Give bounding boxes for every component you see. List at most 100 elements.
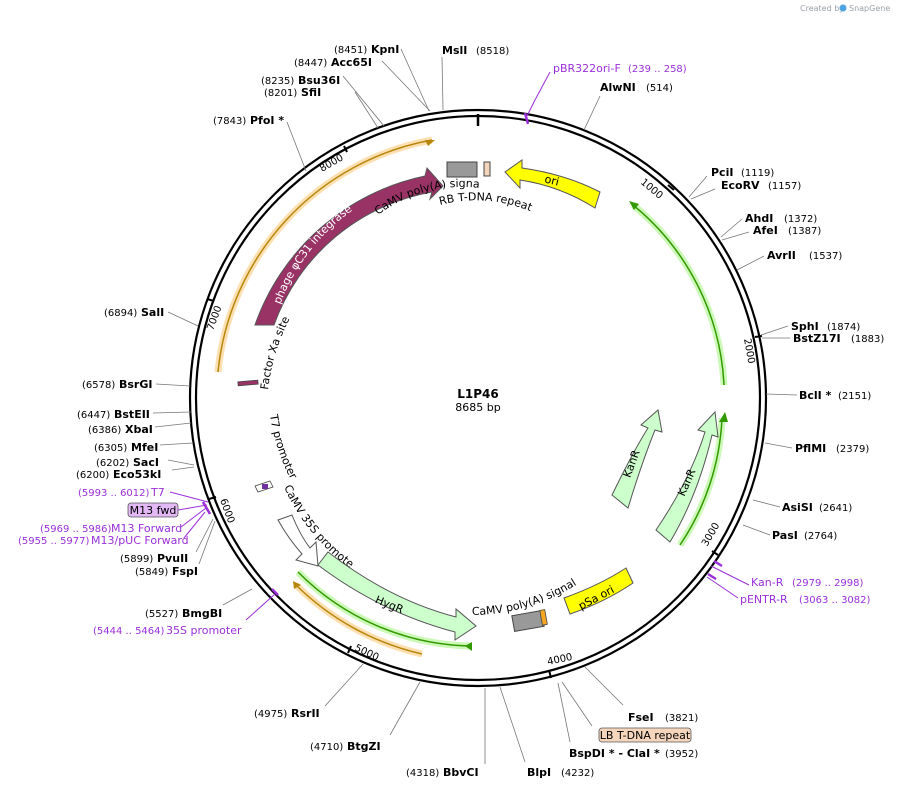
svg-text:(2979 .. 2998): (2979 .. 2998) <box>792 578 864 589</box>
site-pvuII[interactable]: (5899) PvuII <box>120 552 188 565</box>
site-fspI[interactable]: (5849)FspI <box>135 565 198 578</box>
m13-fwd-box[interactable]: M13 fwd <box>127 502 179 518</box>
site-sfiI[interactable]: (8201)SfiI <box>264 86 321 99</box>
site-fseI[interactable]: FseI(3821) <box>628 711 698 724</box>
site-afeI[interactable]: AfeI(1387) <box>753 224 821 237</box>
svg-text:PciI: PciI <box>711 166 733 179</box>
feature-ori[interactable] <box>504 159 601 209</box>
tick-mark <box>206 298 215 302</box>
feature-rb-tdna[interactable] <box>483 161 491 177</box>
m13-fwd-box-bg <box>127 502 179 518</box>
site-bsteII[interactable]: (6447)BstEII <box>77 408 150 421</box>
lb-tdna-box[interactable]: LB T-DNA repeat <box>598 727 692 743</box>
feature-kanr-b[interactable] <box>655 410 719 543</box>
site-rsrII[interactable]: (4975)RsrII <box>254 707 320 720</box>
site-bsu36I[interactable]: (8235)Bsu36I <box>261 74 340 87</box>
site-bsrgI[interactable]: (6578)BsrGI <box>82 378 152 391</box>
svg-text:KpnI: KpnI <box>371 43 399 56</box>
feature-t7-primer-bar <box>262 484 268 489</box>
primer-m13-puc-forward[interactable]: (5955 .. 5977)M13/pUC Forward <box>18 534 189 547</box>
svg-text:PvuII: PvuII <box>157 552 188 565</box>
svg-text:(5899): (5899) <box>120 554 153 565</box>
feature-camv-polya-bottom-label: CaMV poly(A) signal <box>472 576 579 618</box>
site-bclI[interactable]: BclI *(2151) <box>799 389 871 402</box>
site-avrII[interactable]: AvrII(1537) <box>767 249 842 262</box>
primer-pbr322ori-f[interactable]: pBR322ori-F(239 .. 258) <box>553 62 687 75</box>
site-xbaI[interactable]: (6386)XbaI <box>88 423 153 436</box>
svg-text:(2641): (2641) <box>819 503 852 514</box>
site-mslI[interactable]: MslI(8518) <box>442 44 509 57</box>
svg-text:AfeI: AfeI <box>753 224 778 237</box>
primer-m13-forward[interactable]: (5969 .. 5986)M13 Forward <box>40 522 182 535</box>
orf-hygr-arrowhead <box>465 642 472 651</box>
site-bspdI-claI[interactable]: BspDI * - ClaI *(3952) <box>569 747 698 760</box>
site-kpnI[interactable]: (8451) KpnI <box>334 43 399 56</box>
feature-camv-35s[interactable] <box>277 514 319 567</box>
site-ahdI[interactable]: AhdI(1372) <box>745 212 817 225</box>
svg-text:AsiSI: AsiSI <box>782 501 813 514</box>
feature-lb-tdna-bar[interactable] <box>539 609 548 626</box>
svg-text:AvrII: AvrII <box>767 249 796 262</box>
primer-leader-lines <box>169 71 750 621</box>
lb-tdna-box-bg <box>598 727 692 743</box>
svg-text:PasI: PasI <box>772 529 798 542</box>
site-sacI[interactable]: (6202)SacI <box>96 456 159 469</box>
primer-pentr-r[interactable]: pENTR-R(3063 .. 3082) <box>740 593 871 606</box>
tick-label: 7000 <box>205 304 224 332</box>
site-bbvcI[interactable]: (4318)BbvCI <box>406 766 479 779</box>
site-bstz17I[interactable]: BstZ17I(1883) <box>793 332 884 345</box>
svg-text:BclI *: BclI * <box>799 389 832 402</box>
feature-camv-polya-top[interactable] <box>446 161 478 178</box>
feature-hygr[interactable] <box>317 551 477 641</box>
svg-text:(5993 .. 6012): (5993 .. 6012) <box>78 488 150 499</box>
svg-text:(5969 .. 5986): (5969 .. 5986) <box>40 524 112 535</box>
site-eco53kI[interactable]: (6200)Eco53kI <box>76 468 161 481</box>
site-pflmI[interactable]: PflMI(2379) <box>795 442 869 455</box>
svg-text:(1883): (1883) <box>851 334 884 345</box>
site-mfeI[interactable]: (6305)MfeI <box>94 441 158 454</box>
site-acc65I[interactable]: (8447)Acc65I <box>294 56 372 69</box>
site-pasI[interactable]: PasI(2764) <box>772 529 837 542</box>
svg-text:(4318): (4318) <box>406 768 439 779</box>
svg-text:(8451): (8451) <box>334 45 367 56</box>
tick-mark <box>711 550 719 556</box>
svg-text:PfoI *: PfoI * <box>250 114 284 127</box>
svg-text:Bsu36I: Bsu36I <box>298 74 340 87</box>
orf-integrase-arrowhead <box>425 140 435 146</box>
site-bmgbI[interactable]: (5527)BmgBI <box>145 607 222 620</box>
svg-text:(7843): (7843) <box>213 116 246 127</box>
site-blpI[interactable]: BlpI(4232) <box>527 766 594 779</box>
svg-text:(6386): (6386) <box>88 425 121 436</box>
svg-text:T7: T7 <box>150 486 165 499</box>
primer-35s-promoter[interactable]: (5444 .. 5464)35S promoter <box>93 624 242 637</box>
feature-kanr-a[interactable] <box>611 409 663 509</box>
primer-t7[interactable]: (5993 .. 6012)T7 <box>78 486 165 499</box>
svg-text:Acc65I: Acc65I <box>331 56 372 69</box>
svg-text:M13 Forward: M13 Forward <box>111 522 182 535</box>
tick-label: 1000 <box>638 177 665 202</box>
site-pciI[interactable]: PciI (1119) <box>711 166 774 179</box>
site-pfoI[interactable]: (7843) PfoI * <box>213 114 284 127</box>
svg-text:(1119): (1119) <box>741 168 774 179</box>
site-btgzI[interactable]: (4710)BtgZI <box>310 740 381 753</box>
site-salI[interactable]: (6894)SalI <box>104 306 164 319</box>
svg-text:M13/pUC Forward: M13/pUC Forward <box>91 534 189 547</box>
site-asisI[interactable]: AsiSI (2641) <box>782 501 852 514</box>
orf-hygr-rev-arrowhead <box>293 581 301 589</box>
orf-integrase-halo <box>214 136 433 373</box>
primer-kan-r[interactable]: Kan-R(2979 .. 2998) <box>751 576 864 589</box>
svg-text:(4710): (4710) <box>310 742 343 753</box>
snapgene-credit: Created by SnapGene <box>800 4 890 13</box>
orf-ori-arrowhead <box>629 201 639 210</box>
site-sphI[interactable]: SphI(1874) <box>791 320 860 333</box>
feature-camv-polya-bottom[interactable] <box>511 609 545 633</box>
feature-psa-ori[interactable] <box>563 567 634 615</box>
site-ecorv[interactable]: EcoRV(1157) <box>721 179 801 192</box>
site-alwnI[interactable]: AlwNI(514) <box>600 81 673 94</box>
svg-text:pBR322ori-F: pBR322ori-F <box>553 62 621 75</box>
svg-text:FseI: FseI <box>628 711 654 724</box>
svg-text:(5527): (5527) <box>145 609 178 620</box>
feature-factor-xa[interactable] <box>237 379 259 387</box>
feature-integrase[interactable] <box>254 166 444 326</box>
tick-label: 2000 <box>741 338 756 365</box>
